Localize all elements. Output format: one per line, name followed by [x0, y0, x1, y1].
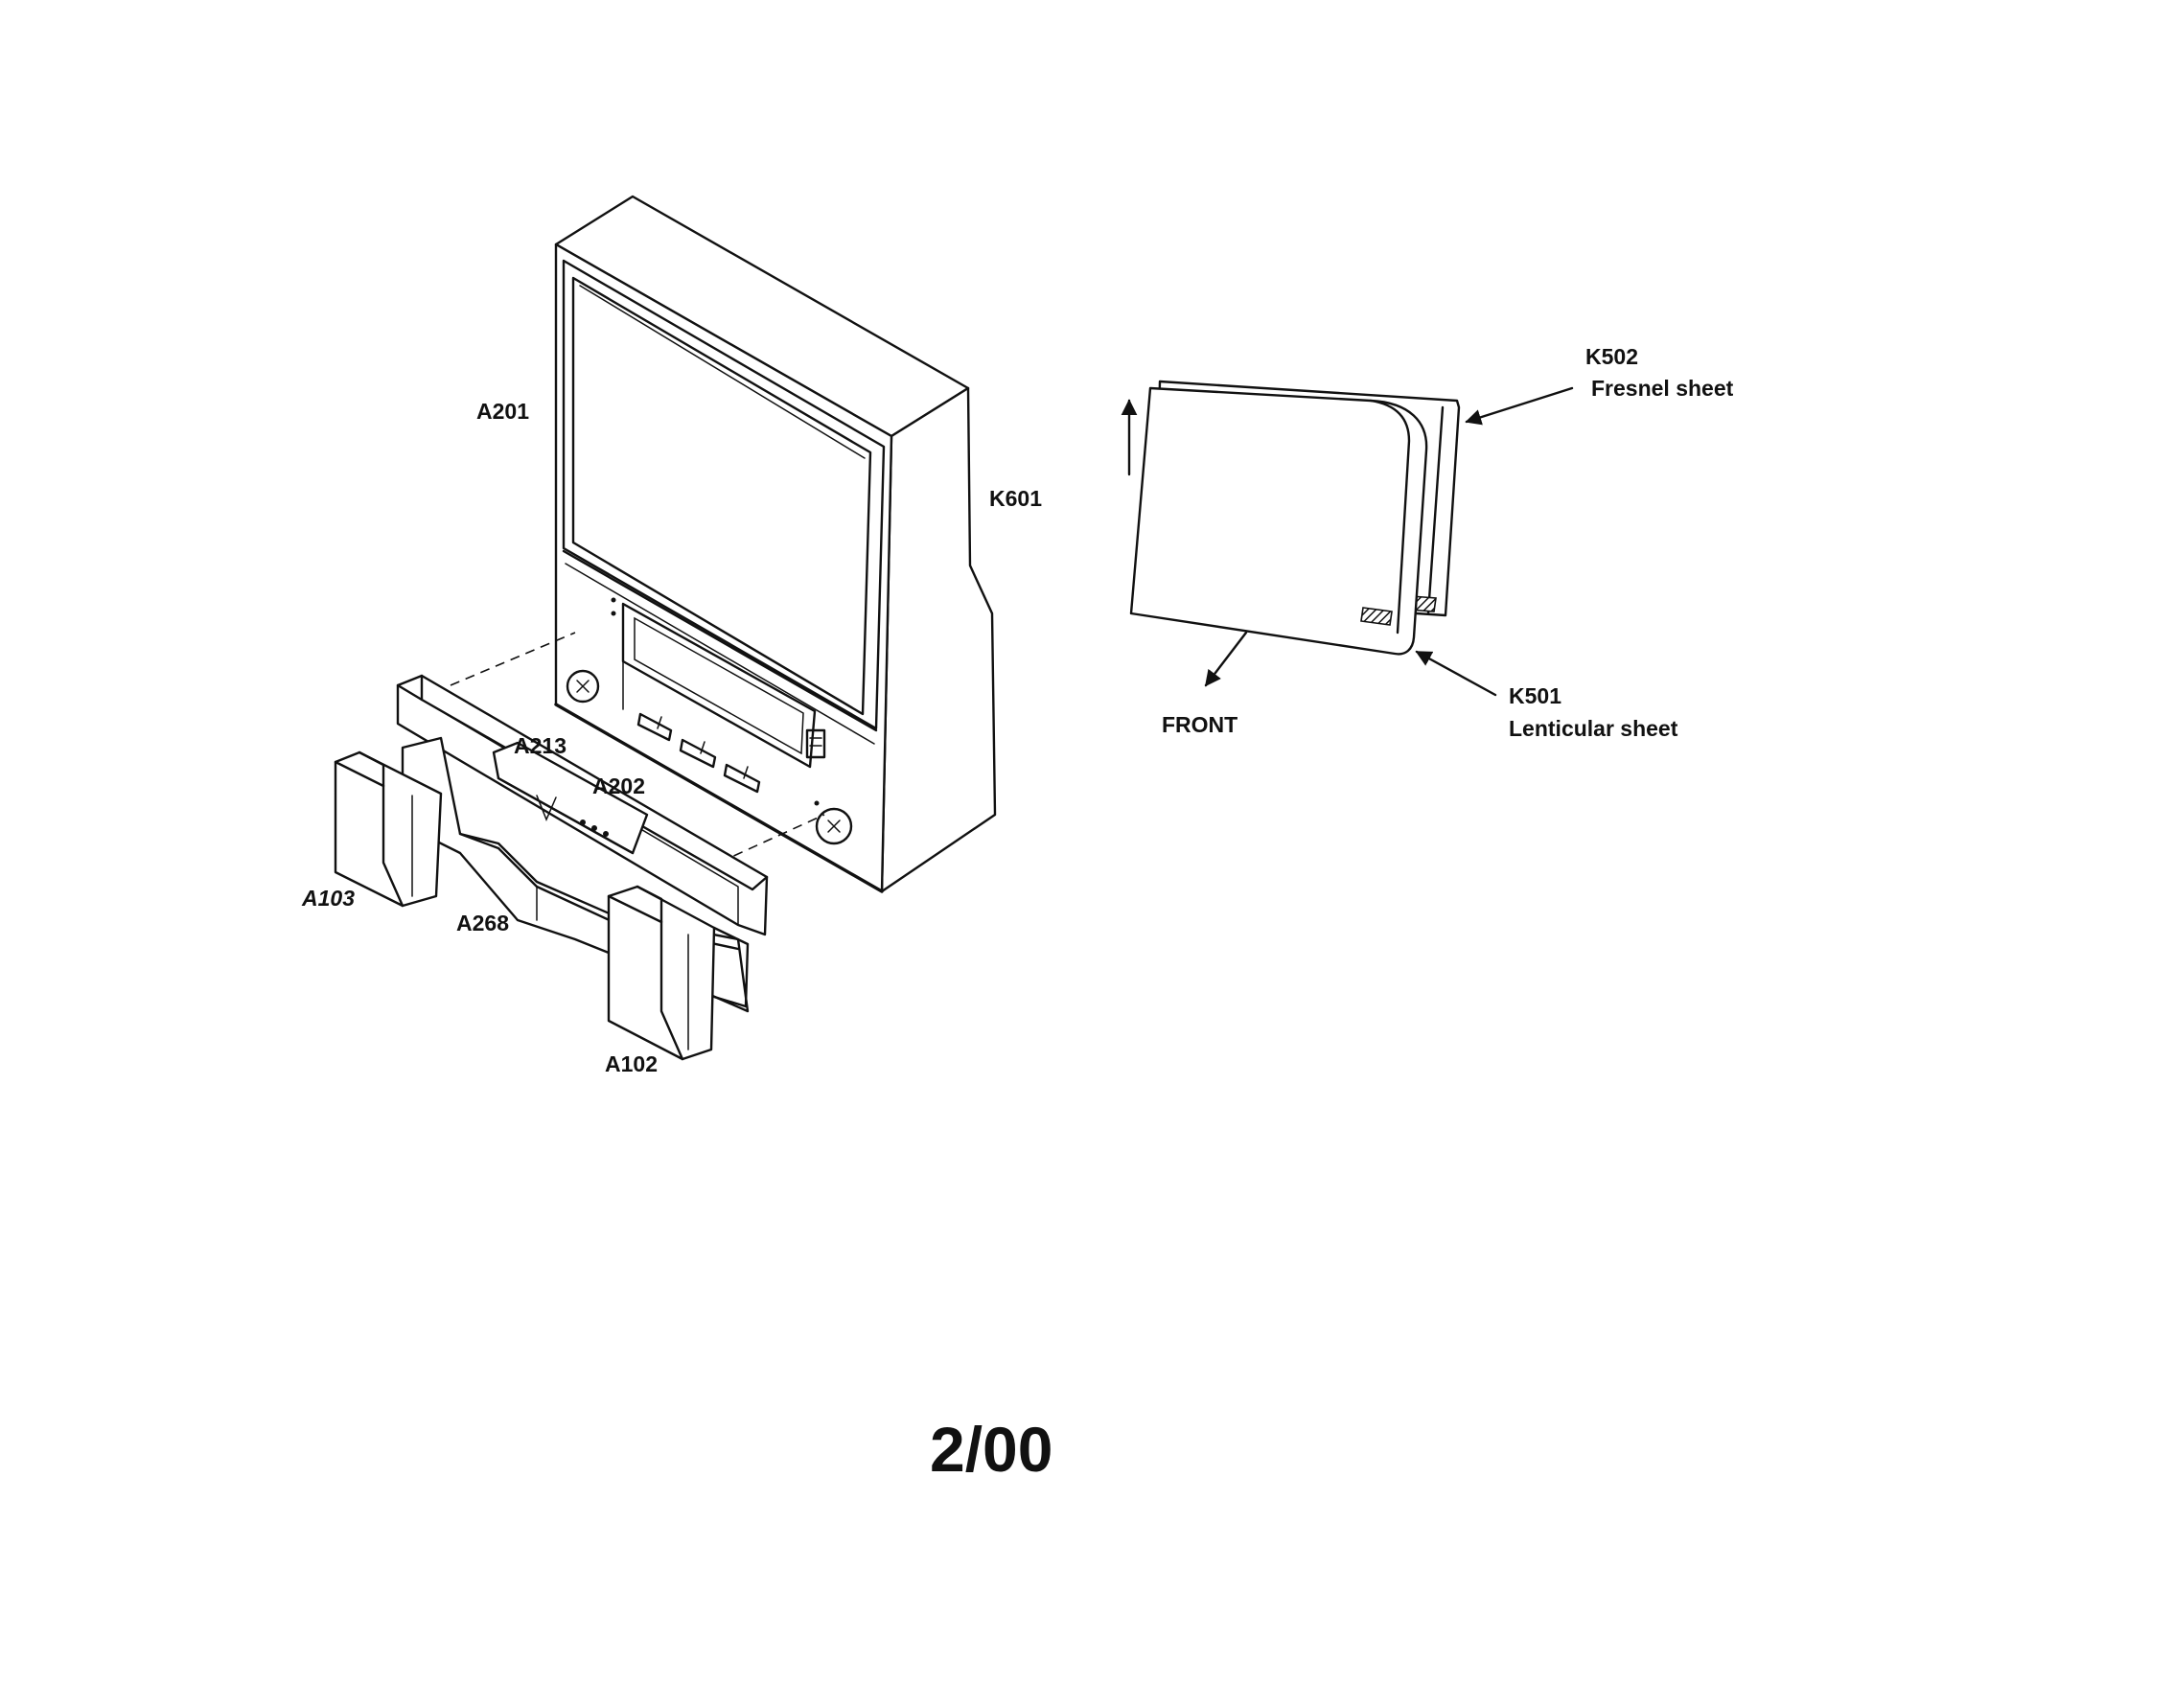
guide-line-left	[450, 632, 576, 686]
page-number: 2/00	[930, 1414, 1052, 1485]
label-a102: A102	[605, 1051, 658, 1076]
label-a213: A213	[514, 733, 567, 758]
control-panel-a202	[492, 741, 649, 855]
label-k501: K501	[1509, 683, 1561, 708]
tv-cabinet	[554, 195, 997, 893]
label-a201: A201	[476, 399, 529, 424]
lenticular-hatch-mark	[1360, 607, 1393, 626]
label-k502: K502	[1585, 344, 1638, 369]
label-k601: K601	[989, 486, 1042, 511]
side-cover-a103	[334, 750, 443, 908]
label-k501-description: Lenticular sheet	[1509, 716, 1678, 741]
k502-leader	[1465, 386, 1574, 426]
front-arrow	[1204, 631, 1248, 687]
label-a103: A103	[301, 886, 355, 911]
label-a268: A268	[456, 911, 509, 935]
label-a202: A202	[592, 773, 645, 798]
guide-line-right	[718, 814, 825, 864]
label-k502-description: Fresnel sheet	[1591, 376, 1734, 401]
k501-leader	[1415, 650, 1497, 697]
side-cover-a102	[607, 885, 750, 1061]
screen-sheets	[1121, 380, 1574, 697]
label-front: FRONT	[1162, 712, 1237, 737]
